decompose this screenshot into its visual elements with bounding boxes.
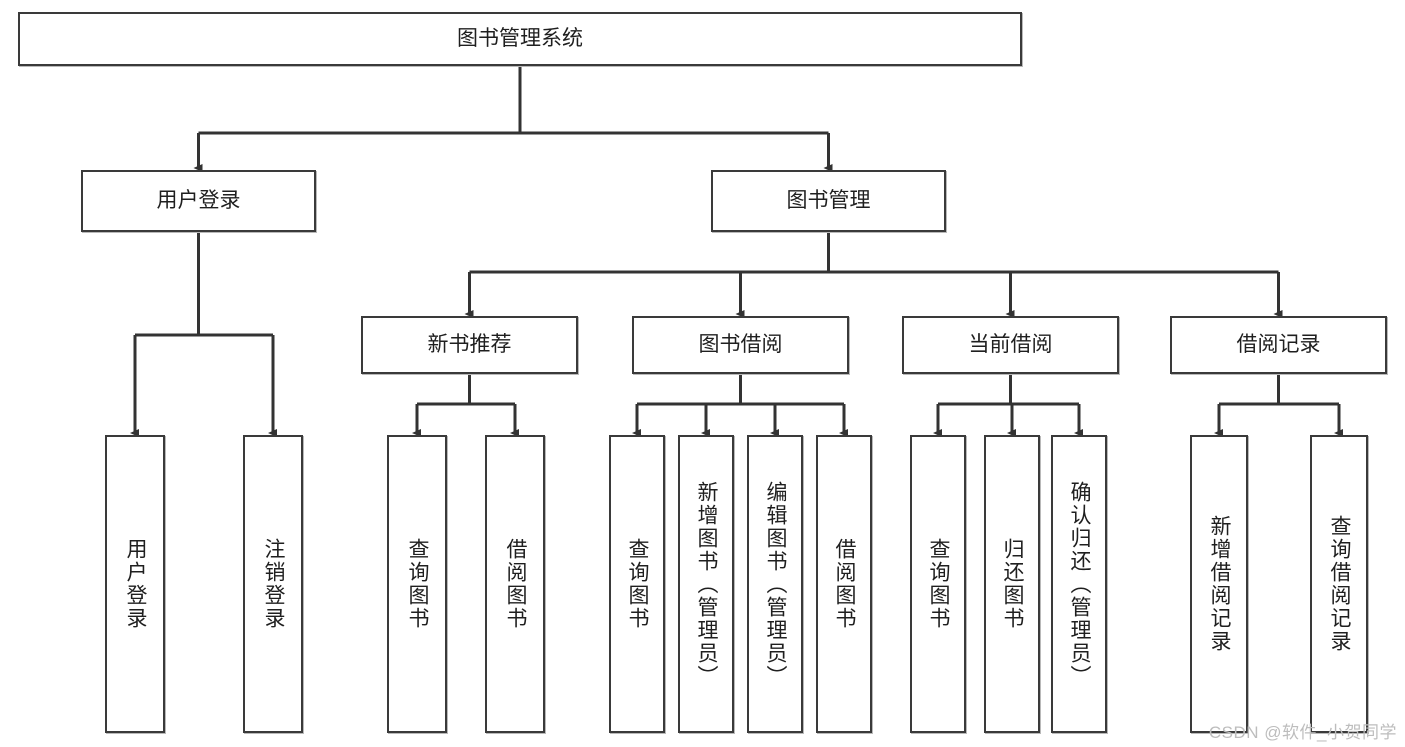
node-records[interactable]: 借阅记录	[1170, 316, 1387, 374]
node-label-current: 当前借阅	[968, 332, 1053, 356]
node-label-l4: 借阅图书	[504, 538, 528, 630]
node-l10[interactable]: 归还图书	[984, 435, 1040, 733]
node-label-l9: 查询图书	[927, 538, 951, 630]
node-label-l11: 确认归还（管理员）	[1068, 480, 1092, 688]
node-login[interactable]: 用户登录	[81, 170, 316, 232]
node-label-l13: 查询借阅记录	[1328, 515, 1352, 653]
node-label-newbook: 新书推荐	[427, 332, 512, 356]
node-label-l8: 借阅图书	[833, 538, 857, 630]
node-l4[interactable]: 借阅图书	[485, 435, 545, 733]
node-label-l2: 注销登录	[262, 538, 286, 630]
node-root[interactable]: 图书管理系统	[18, 12, 1022, 66]
node-label-records: 借阅记录	[1236, 332, 1321, 356]
node-l11[interactable]: 确认归还（管理员）	[1051, 435, 1107, 733]
node-l8[interactable]: 借阅图书	[816, 435, 872, 733]
node-l13[interactable]: 查询借阅记录	[1310, 435, 1368, 733]
node-bookmgmt[interactable]: 图书管理	[711, 170, 946, 232]
node-label-l1: 用户登录	[124, 538, 148, 630]
node-borrow[interactable]: 图书借阅	[632, 316, 849, 374]
node-label-l12: 新增借阅记录	[1208, 515, 1232, 653]
node-newbook[interactable]: 新书推荐	[361, 316, 578, 374]
node-l3[interactable]: 查询图书	[387, 435, 447, 733]
node-l1[interactable]: 用户登录	[105, 435, 165, 733]
node-current[interactable]: 当前借阅	[902, 316, 1119, 374]
node-label-login: 用户登录	[156, 188, 241, 212]
node-label-borrow: 图书借阅	[698, 332, 783, 356]
node-l12[interactable]: 新增借阅记录	[1190, 435, 1248, 733]
node-l2[interactable]: 注销登录	[243, 435, 303, 733]
node-l7[interactable]: 编辑图书（管理员）	[747, 435, 803, 733]
node-label-bookmgmt: 图书管理	[786, 188, 871, 212]
node-l9[interactable]: 查询图书	[910, 435, 966, 733]
node-label-l6: 新增图书（管理员）	[695, 480, 719, 688]
node-label-l3: 查询图书	[406, 538, 430, 630]
node-l5[interactable]: 查询图书	[609, 435, 665, 733]
node-label-l10: 归还图书	[1001, 538, 1025, 630]
node-label-l5: 查询图书	[626, 538, 650, 630]
node-label-root: 图书管理系统	[457, 26, 583, 50]
node-l6[interactable]: 新增图书（管理员）	[678, 435, 734, 733]
node-label-l7: 编辑图书（管理员）	[764, 480, 788, 688]
